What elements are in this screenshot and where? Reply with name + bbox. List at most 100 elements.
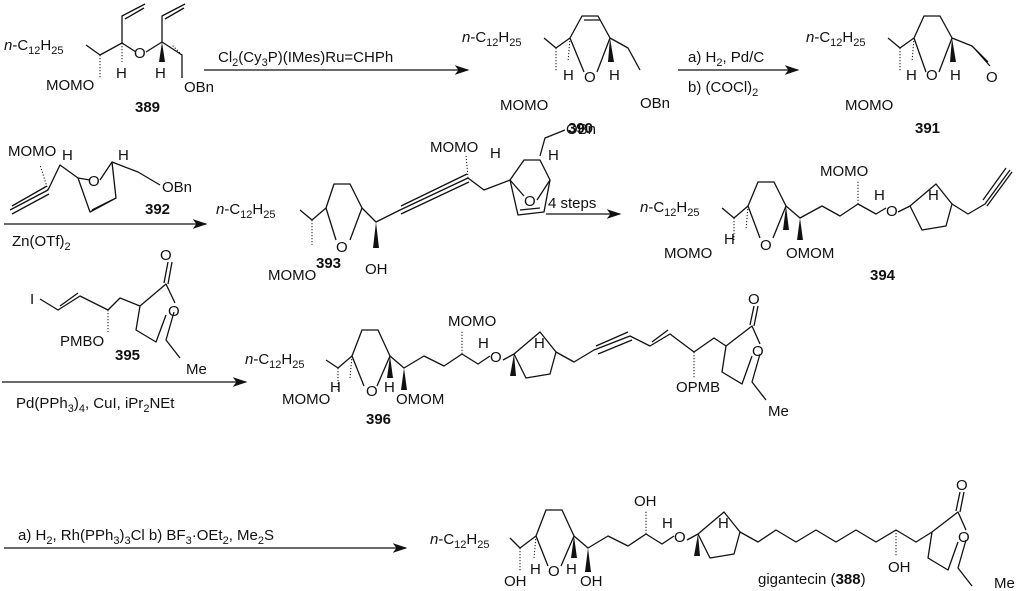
opmb-group: OPMB bbox=[676, 379, 720, 396]
compound-label: 389 bbox=[135, 99, 160, 116]
reagent: b) (COCl)2​ bbox=[688, 79, 758, 99]
methyl: Me bbox=[186, 361, 207, 378]
momo-group: MOMO bbox=[46, 77, 94, 94]
compound-392: MOMO O H H OBn 392 bbox=[8, 143, 192, 218]
methyl: Me bbox=[994, 575, 1015, 591]
hydrogen: H bbox=[490, 145, 501, 162]
reagent: a) H2​, Rh(PPh3​)3​Cl b) BF3​·OEt2​, Me2… bbox=[18, 527, 274, 547]
compound-390: n-C12​H25​ O MOMO H H OBn 390 bbox=[462, 15, 670, 137]
obn-group: OBn bbox=[162, 179, 192, 196]
hydrogen: H bbox=[548, 147, 559, 164]
compound-label: 394 bbox=[870, 267, 896, 284]
hydrogen: H bbox=[116, 65, 127, 82]
momo-group: MOMO bbox=[845, 97, 893, 114]
compound-394: n-C12​H25​ O MOMO H OMOM MOMO H O H 394 bbox=[640, 163, 1013, 284]
momo-group: MOMO bbox=[282, 391, 330, 408]
hydroxyl: OH bbox=[634, 493, 657, 510]
obn-group: OBn bbox=[640, 95, 670, 112]
alkyl-chain: n-C12​H25​ bbox=[640, 199, 700, 219]
compound-396: n-C12​H25​ O MOMO H H OMOM MOMO H O H OP… bbox=[245, 291, 789, 428]
obn-group: OBn bbox=[184, 79, 214, 96]
ring-oxygen: O bbox=[366, 383, 378, 400]
reagent: Cl2​(Cy3​P)(IMes)Ru=CHPh bbox=[218, 49, 393, 69]
obn-group: OBn bbox=[566, 121, 596, 138]
hydrogen: H bbox=[534, 335, 545, 352]
reagent: 4 steps bbox=[548, 195, 596, 212]
hydrogen: H bbox=[118, 147, 129, 164]
ring-oxygen: O bbox=[674, 529, 686, 546]
iodine: I bbox=[30, 291, 34, 308]
hydrogen: H bbox=[330, 379, 341, 396]
momo-group: MOMO bbox=[430, 139, 478, 156]
omom-group: OMOM bbox=[396, 391, 444, 408]
alkyl-chain: n-C12​H25​ bbox=[216, 201, 276, 221]
compound-393: n-C12​H25​ O MOMO OH MOMO H O H OBn 393 bbox=[216, 121, 596, 284]
alkyl-chain: n-C12​H25​ bbox=[462, 29, 522, 49]
alkyl-chain: n-C12​H25​ bbox=[806, 29, 866, 49]
momo-group: MOMO bbox=[448, 313, 496, 330]
compound-label: 392 bbox=[145, 201, 170, 218]
reagent: a) H2​, Pd/C bbox=[688, 49, 764, 69]
compound-label: 390 bbox=[568, 120, 593, 137]
hydrogen: H bbox=[155, 65, 166, 82]
ring-oxygen: O bbox=[490, 349, 502, 366]
reagent: Pd(PPh3​)4​, CuI, iPr2​NEt bbox=[16, 395, 175, 415]
carbonyl-oxygen: O bbox=[956, 477, 968, 494]
compound-389: n-C12​H25​ O MOMO H H OBn 389 bbox=[4, 3, 214, 116]
compound-label: 395 bbox=[115, 347, 140, 364]
hydrogen: H bbox=[566, 561, 577, 578]
hydrogen: H bbox=[928, 187, 939, 204]
ring-oxygen: O bbox=[336, 239, 348, 256]
compound-label: 391 bbox=[915, 120, 940, 137]
hydroxyl: OH bbox=[888, 559, 911, 576]
compound-395: I O O PMBO Me 395 bbox=[30, 247, 207, 378]
hydrogen: H bbox=[478, 335, 489, 352]
compound-label: 393 bbox=[316, 255, 341, 272]
momo-group: MOMO bbox=[268, 267, 316, 284]
momo-group: MOMO bbox=[500, 97, 548, 114]
aldehyde-oxygen: O bbox=[986, 69, 998, 86]
hydrogen: H bbox=[609, 67, 620, 84]
ring-oxygen: O bbox=[524, 193, 536, 210]
reagent: Zn(OTf)2​ bbox=[12, 233, 71, 253]
ether-oxygen: O bbox=[134, 45, 146, 62]
ring-oxygen: O bbox=[88, 173, 100, 190]
methyl: Me bbox=[768, 403, 789, 420]
alkyl-chain: n-C12​H25​ bbox=[245, 351, 305, 371]
compound-388: n-C12​H25​ O OH H H OH OH H O H OH O O M… bbox=[430, 477, 1015, 591]
hydrogen: H bbox=[950, 67, 961, 84]
pmbo-group: PMBO bbox=[60, 333, 104, 350]
alkyl-chain: n-C12​H25​ bbox=[4, 37, 64, 57]
omom-group: OMOM bbox=[786, 245, 834, 262]
hydrogen: H bbox=[724, 231, 735, 248]
momo-group: MOMO bbox=[664, 245, 712, 262]
hydrogen: H bbox=[563, 67, 574, 84]
compound-label: 388 bbox=[836, 571, 861, 588]
hydrogen: H bbox=[874, 187, 885, 204]
compound-391: n-C12​H25​ O MOMO H H O 391 bbox=[806, 15, 998, 137]
hydroxyl: OH bbox=[580, 573, 603, 590]
alkyl-chain: n-C12​H25​ bbox=[430, 531, 490, 551]
ring-oxygen: O bbox=[760, 237, 772, 254]
momo-group: MOMO bbox=[8, 143, 56, 160]
momo-group: MOMO bbox=[820, 163, 868, 180]
ring-oxygen: O bbox=[752, 343, 764, 360]
hydrogen: H bbox=[384, 379, 395, 396]
hydrogen: H bbox=[62, 147, 73, 164]
hydrogen: H bbox=[718, 515, 729, 532]
compound-label: 396 bbox=[366, 411, 391, 428]
ring-oxygen: O bbox=[958, 529, 970, 546]
hydrogen: H bbox=[530, 561, 541, 578]
ring-oxygen: O bbox=[168, 303, 180, 320]
carbonyl-oxygen: O bbox=[748, 291, 760, 308]
carbonyl-oxygen: O bbox=[160, 247, 172, 264]
ring-oxygen: O bbox=[584, 69, 596, 86]
hydrogen: H bbox=[662, 515, 673, 532]
ring-oxygen: O bbox=[886, 203, 898, 220]
ring-oxygen: O bbox=[548, 563, 560, 580]
compound-name: gigantecin (388) bbox=[758, 571, 866, 588]
hydrogen: H bbox=[906, 67, 917, 84]
hydroxyl: OH bbox=[365, 261, 388, 278]
hydroxyl: OH bbox=[504, 573, 527, 590]
